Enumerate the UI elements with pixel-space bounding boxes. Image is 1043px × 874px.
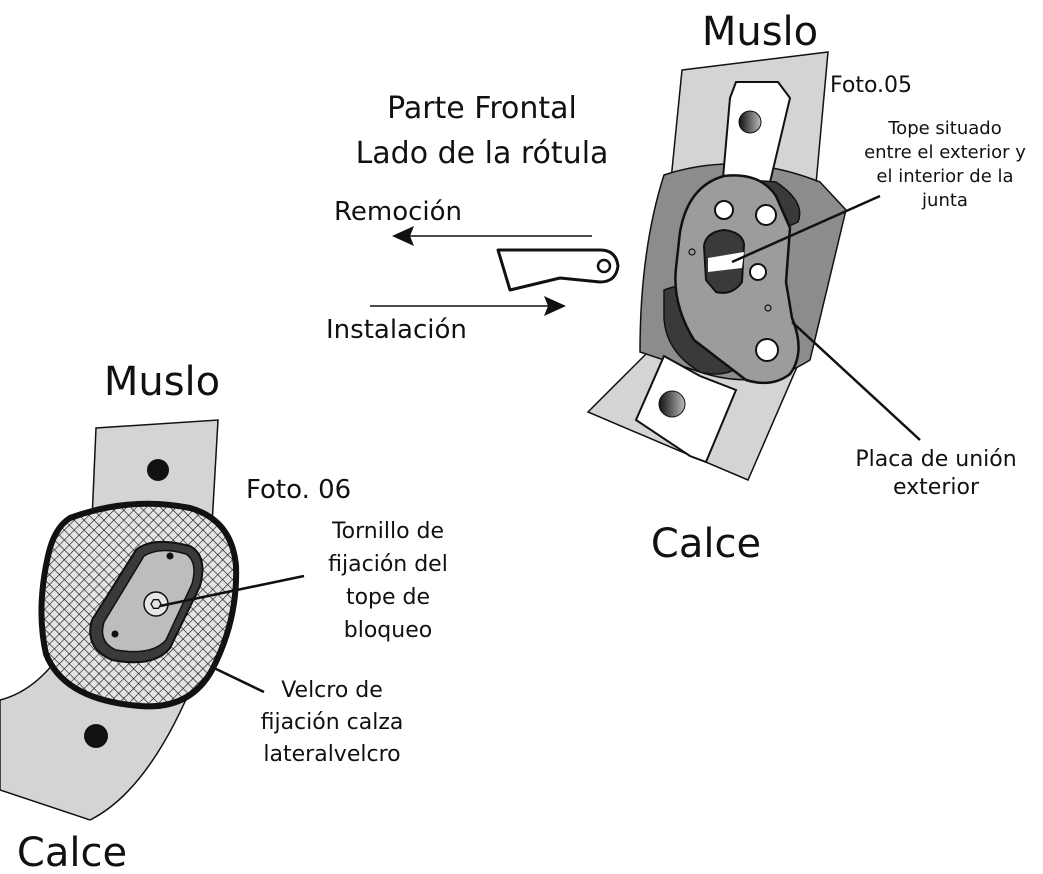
photo06-plate-dot-2: [111, 630, 119, 638]
stop-callout-line1: Tope situado: [887, 118, 1001, 139]
plate-pin-1: [688, 248, 696, 256]
plate-callout-line2: exterior: [893, 475, 980, 500]
screw-callout-line: [159, 574, 305, 608]
install-label: Instalación: [326, 315, 467, 345]
photo06-thigh-rivet: [147, 459, 169, 481]
velcro-callout-line2: fijación calza: [261, 710, 404, 735]
stop-callout-line4: junta: [921, 190, 968, 211]
plate-hole-1: [714, 200, 734, 220]
plate-callout-line1: Placa de unión: [855, 447, 1016, 472]
stop-callout-line: [731, 194, 881, 264]
removal-label: Remoción: [334, 197, 462, 227]
plate-hole-3: [749, 263, 767, 281]
screw-callout-line3: tope de: [346, 585, 430, 610]
screw-callout-line4: bloqueo: [344, 618, 432, 643]
photo06-bottom-label: Calce: [17, 830, 127, 874]
photo05-bottom-label: Calce: [651, 521, 761, 567]
stop-callout-line3: el interior de la: [876, 166, 1013, 187]
photo06-plate-dot-1: [166, 552, 174, 560]
plate-callout-line: [791, 321, 921, 441]
plate-hole-2: [755, 204, 777, 226]
photo06-photo-label: Foto. 06: [246, 475, 351, 505]
calf-slot: [634, 354, 738, 464]
photo05-photo-label: Foto.05: [830, 73, 912, 98]
velcro-callout-line1: Velcro de: [281, 678, 383, 703]
thigh-rivet: [738, 110, 762, 134]
stop-callout-line2: entre el exterior y: [864, 142, 1026, 163]
plate-hole-4: [755, 338, 779, 362]
photo06-figure: Muslo Foto. 06 Tornillo de fijación del …: [0, 359, 448, 874]
stop-tool: [496, 248, 620, 292]
photo06-calf-rivet: [84, 724, 108, 748]
velcro-callout-line3: lateralvelcro: [263, 742, 400, 767]
view-title-line2: Lado de la rótula: [356, 136, 609, 171]
photo06-top-label: Muslo: [104, 359, 220, 405]
photo05-top-label: Muslo: [702, 9, 818, 55]
install-arrowhead: [544, 296, 566, 316]
screw-callout-line1: Tornillo de: [331, 519, 444, 544]
velcro-callout-line: [213, 666, 265, 694]
stop-tool-ring: [596, 258, 612, 274]
removal-arrowhead: [392, 226, 414, 246]
calf-rivet: [658, 390, 686, 418]
stop-slot-window: [708, 252, 744, 272]
screw-callout-line2: fijación del: [328, 552, 448, 577]
plate-pin-2: [764, 304, 772, 312]
photo05-figure: Muslo Foto.05 Parte Frontal Lado de la r…: [326, 9, 1026, 567]
view-title-line1: Parte Frontal: [387, 91, 577, 126]
screw-hex-icon: [150, 599, 162, 609]
